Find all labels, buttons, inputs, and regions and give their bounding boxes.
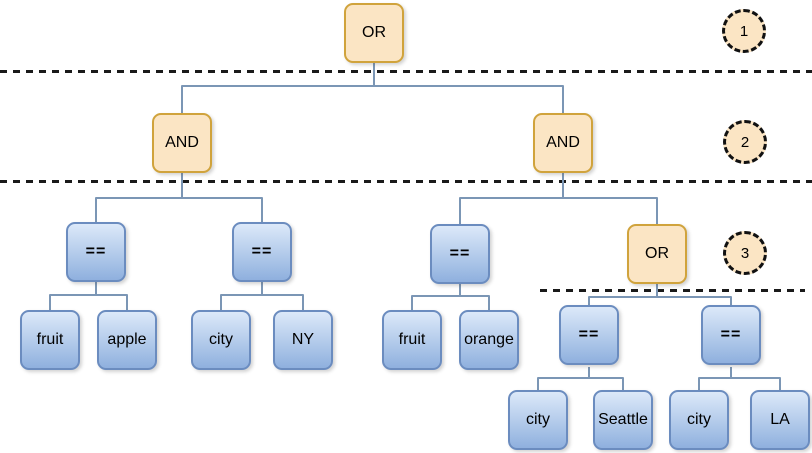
- level-marker-2: 2: [723, 120, 767, 164]
- node-eq-5: ==: [701, 305, 761, 365]
- connector-root-to-ands: [181, 63, 564, 113]
- connector-andright-to-children: [459, 173, 658, 224]
- node-and-right: AND: [533, 113, 593, 173]
- connector-eq2-to-leaves: [220, 282, 304, 310]
- connector-or2-to-eqs: [588, 284, 732, 305]
- node-city-3: city: [669, 390, 729, 450]
- node-eq-4: ==: [559, 305, 619, 365]
- node-and-left: AND: [152, 113, 212, 173]
- level-marker-3: 3: [723, 231, 767, 275]
- node-apple: apple: [97, 310, 157, 370]
- node-fruit-2: fruit: [382, 310, 442, 370]
- node-city-1: city: [191, 310, 251, 370]
- node-eq-1: ==: [66, 222, 126, 282]
- node-city-2: city: [508, 390, 568, 450]
- connector-andleft-to-eqs: [95, 173, 263, 222]
- node-seattle: Seattle: [593, 390, 653, 450]
- connector-eq1-to-leaves: [49, 282, 128, 310]
- level-divider-2: [0, 180, 812, 183]
- node-fruit-1: fruit: [20, 310, 80, 370]
- connector-eq4-to-leaves: [537, 367, 624, 390]
- connector-eq5-to-leaves: [698, 367, 781, 390]
- node-or-root: OR: [344, 3, 404, 63]
- node-orange: orange: [459, 310, 519, 370]
- node-eq-3: ==: [430, 224, 490, 284]
- node-ny: NY: [273, 310, 333, 370]
- node-la: LA: [750, 390, 810, 450]
- level-divider-1: [0, 70, 812, 73]
- level-divider-3: [540, 289, 805, 292]
- node-eq-2: ==: [232, 222, 292, 282]
- node-or-2: OR: [627, 224, 687, 284]
- connector-eq3-to-leaves: [411, 284, 490, 310]
- level-marker-1: 1: [722, 9, 766, 53]
